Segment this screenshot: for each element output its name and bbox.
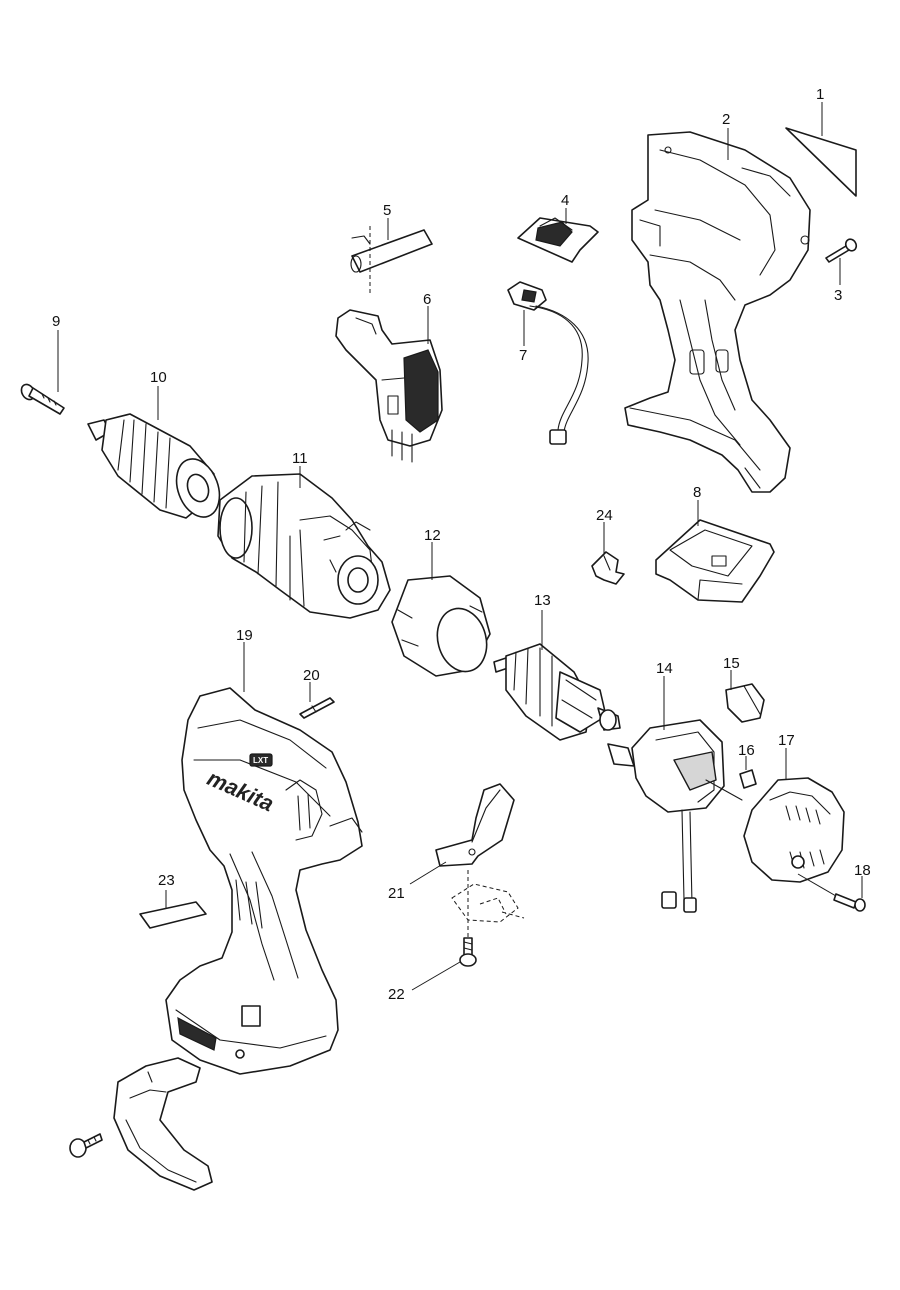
callout-13: 13: [534, 592, 551, 609]
part-1-label-plate: [785, 127, 857, 197]
part-20-label: [299, 697, 335, 719]
callout-10: 10: [150, 369, 167, 386]
callout-21: 21: [388, 885, 405, 902]
callout-1: 1: [816, 86, 824, 103]
belt-hook: [113, 1057, 213, 1191]
belt-hook-screw: [69, 1133, 103, 1158]
part-15-clip: [725, 683, 765, 723]
part-14-brush-holder: [607, 719, 743, 913]
callout-24: 24: [596, 507, 613, 524]
part-11-gear-assembly: [217, 473, 391, 619]
callout-18: 18: [854, 862, 871, 879]
lxt-badge: LXT: [253, 756, 268, 765]
callout-14: 14: [656, 660, 673, 677]
callout-8: 8: [693, 484, 701, 501]
part-10-drill-chuck: [87, 413, 221, 519]
callout-7: 7: [519, 347, 527, 364]
callout-12: 12: [424, 527, 441, 544]
callout-22: 22: [388, 986, 405, 1003]
callout-5: 5: [383, 202, 391, 219]
part-8-terminal: [655, 519, 775, 603]
callout-17: 17: [778, 732, 795, 749]
part-19-housing-left: makita LXT: [165, 687, 363, 1075]
callout-16: 16: [738, 742, 755, 759]
part-5-trigger-pad: [350, 226, 433, 296]
part-7-led-wire: [507, 281, 589, 445]
callout-23: 23: [158, 872, 175, 889]
callout-19: 19: [236, 627, 253, 644]
lxt-badge-plate: [249, 753, 273, 767]
part-4-slide-switch: [517, 217, 599, 263]
part-23-nameplate: [139, 901, 207, 929]
part-22-screw: [411, 870, 525, 991]
part-17-rear-cover: [743, 777, 845, 883]
part-18-screw: [797, 873, 866, 912]
part-21-bracket: [409, 783, 515, 885]
part-9-screw: [20, 383, 65, 415]
part-13-armature: [493, 643, 621, 741]
part-6-switch-assembly: [335, 309, 443, 463]
callout-3: 3: [834, 287, 842, 304]
callout-4: 4: [561, 192, 569, 209]
callout-20: 20: [303, 667, 320, 684]
part-12-yoke: [391, 575, 491, 677]
callout-2: 2: [722, 111, 730, 128]
callout-6: 6: [423, 291, 431, 308]
part-16-carbon-brush: [739, 769, 757, 789]
callout-11: 11: [292, 450, 308, 467]
part-24-clip: [591, 551, 625, 585]
callout-9: 9: [52, 313, 60, 330]
part-3-screw: [825, 238, 858, 263]
part-2-housing-right: [624, 131, 811, 493]
callout-15: 15: [723, 655, 740, 672]
